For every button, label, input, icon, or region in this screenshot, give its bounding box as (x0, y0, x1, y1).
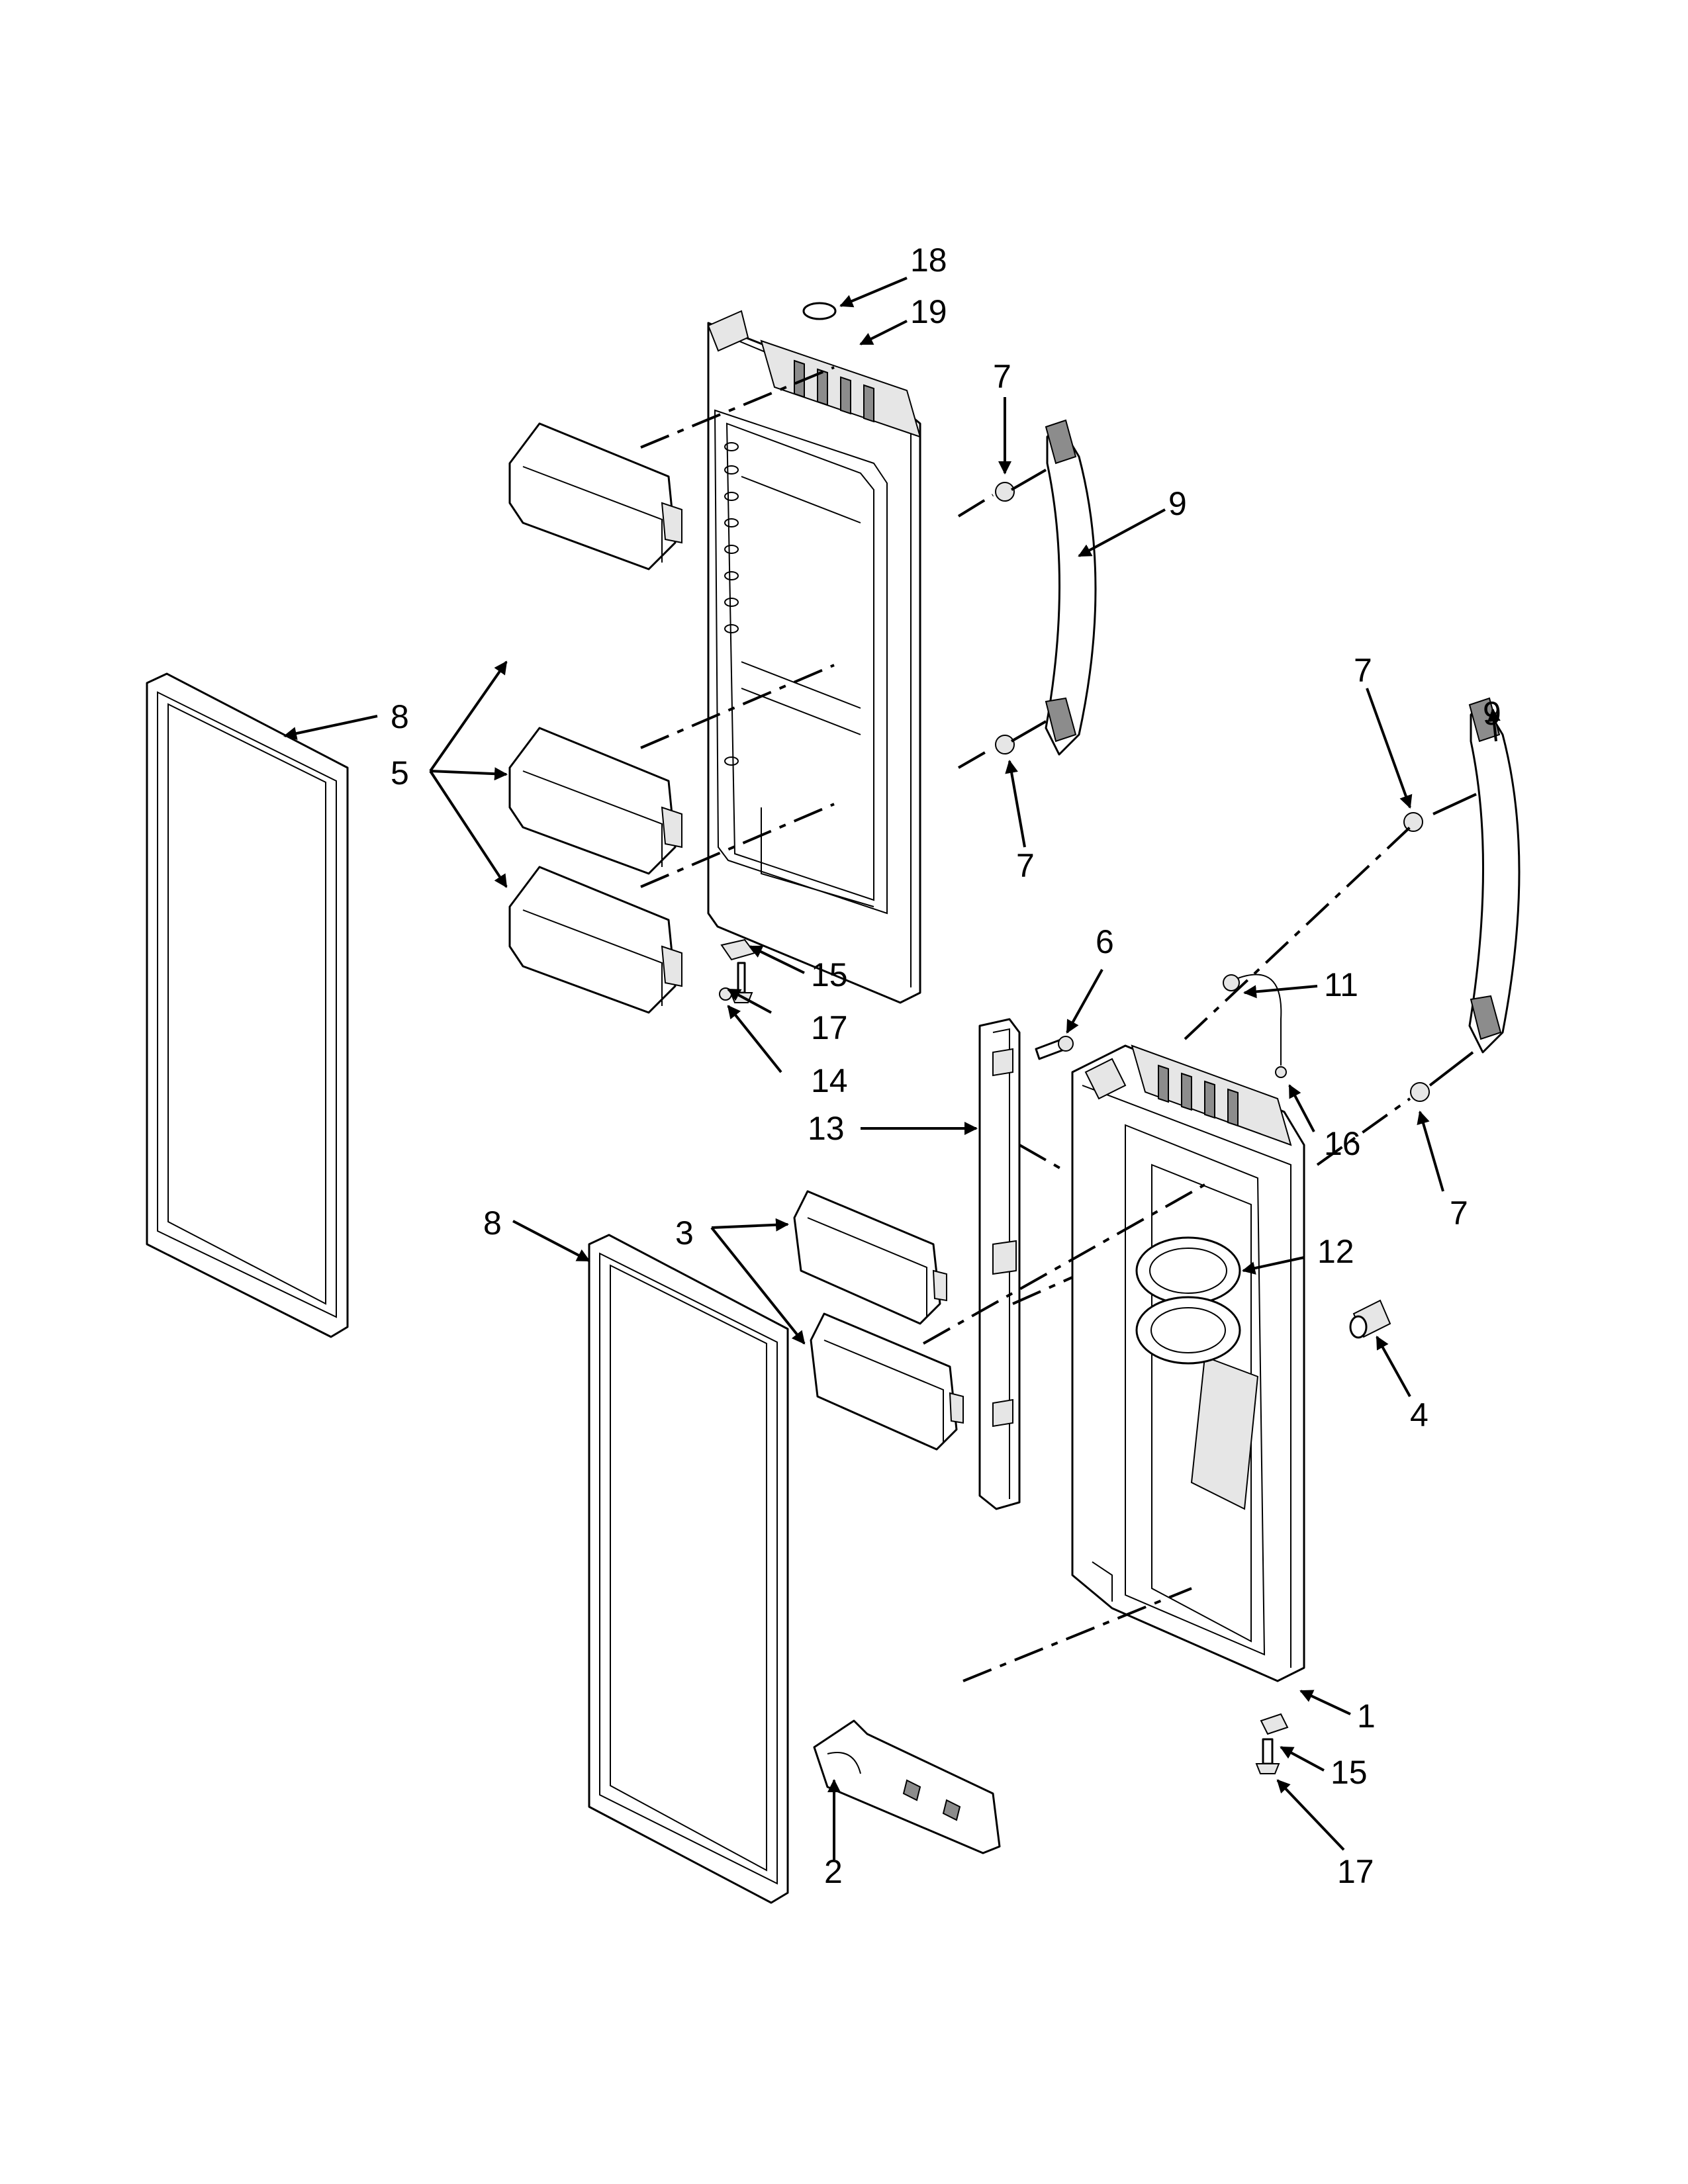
callout-15-bottom: 15 (1331, 1754, 1368, 1791)
callout-5: 5 (391, 754, 409, 792)
callout-14: 14 (811, 1062, 848, 1099)
callout-17-top: 17 (811, 1009, 848, 1046)
mounting-screw (1035, 1036, 1074, 1060)
callout-4: 4 (1410, 1396, 1429, 1433)
callout-7-top: 7 (993, 358, 1011, 395)
door-handle-lower (1468, 697, 1521, 1054)
assembly-lines (640, 366, 1477, 1682)
door-bin-lower-2 (810, 1312, 964, 1451)
callout-15-top: 15 (811, 956, 848, 993)
door-bin-upper-2 (508, 727, 682, 875)
handle-spacer-1 (995, 482, 1015, 502)
upper-door-cap (760, 340, 921, 438)
callout-labels: 18 19 7 9 8 5 7 9 7 6 11 15 17 14 13 16 … (391, 242, 1501, 1890)
callout-17-bottom: 17 (1337, 1853, 1374, 1890)
door-gasket-right (588, 1234, 789, 1904)
callout-8-left: 8 (391, 698, 409, 735)
callout-13: 13 (808, 1110, 845, 1147)
callout-12: 12 (1317, 1233, 1354, 1270)
callout-3: 3 (675, 1214, 694, 1251)
door-bin-lower-1 (793, 1190, 947, 1325)
callout-9-top: 9 (1168, 485, 1187, 522)
callout-19: 19 (910, 293, 947, 330)
callout-7-mid: 7 (1016, 847, 1035, 884)
callout-7-right-top: 7 (1354, 652, 1372, 689)
callout-1: 1 (1357, 1698, 1376, 1735)
lower-hinge-hardware (1255, 1713, 1289, 1774)
hinge-cover (802, 302, 837, 320)
callout-11: 11 (1324, 966, 1358, 1003)
water-tube (1223, 974, 1287, 1078)
lower-hinge (813, 1719, 1001, 1854)
callout-7-right-bottom: 7 (1450, 1195, 1468, 1232)
door-gasket-left (146, 672, 349, 1338)
handle-spacer-3 (1403, 812, 1423, 832)
hinge-bracket-bar (978, 1018, 1021, 1510)
handle-spacer-4 (1410, 1082, 1430, 1102)
liner-dimples (724, 442, 739, 766)
upper-door-liner (707, 310, 921, 1004)
callout-16: 16 (1324, 1125, 1361, 1162)
door-bin-upper-3 (508, 866, 682, 1014)
handle-spacer-2 (995, 735, 1015, 754)
lower-door-cap (1131, 1044, 1292, 1146)
callout-2: 2 (824, 1853, 843, 1890)
callout-9-right: 9 (1483, 695, 1501, 732)
door-bin-upper-1 (508, 422, 682, 570)
door-handle-upper (1045, 419, 1097, 756)
leader-arrows (283, 277, 1501, 1860)
callout-18: 18 (910, 242, 947, 279)
ice-chute-funnel (1135, 1236, 1241, 1365)
plug (1349, 1299, 1391, 1339)
callout-6: 6 (1096, 923, 1114, 960)
callout-8-right: 8 (483, 1205, 502, 1242)
